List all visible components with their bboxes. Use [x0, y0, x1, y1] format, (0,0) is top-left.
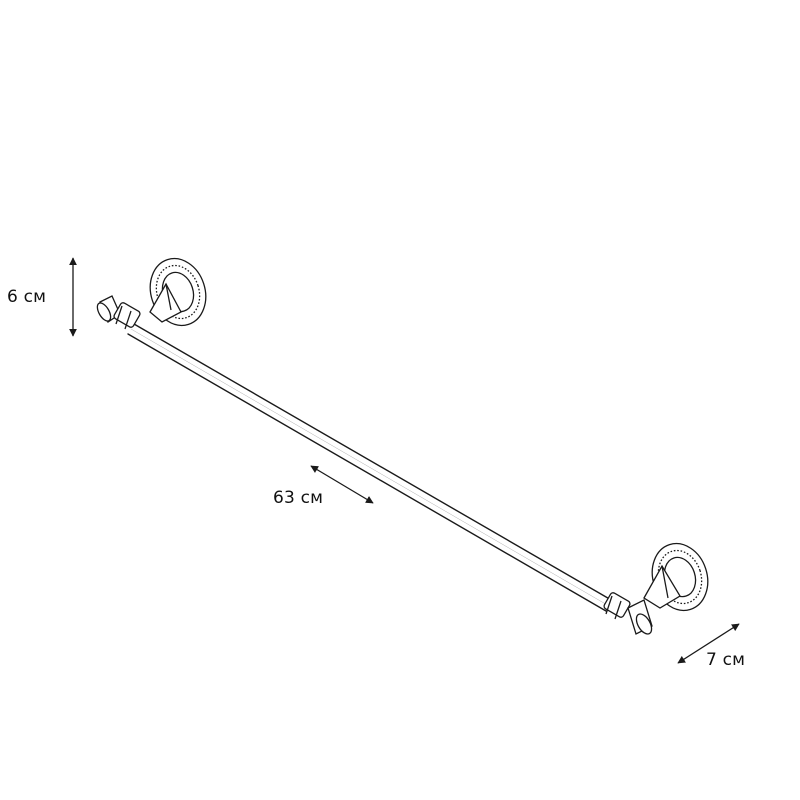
left-wall-bracket [96, 257, 207, 330]
towel-bar-rod [127, 323, 614, 612]
depth-dimension-arrow [677, 623, 740, 664]
length-dimension-arrow [310, 465, 374, 504]
length-dimension-label: 63 см [273, 488, 324, 508]
height-dimension-label: 6 см [7, 287, 47, 307]
depth-dimension-label: 7 см [706, 650, 746, 670]
right-wall-bracket [603, 542, 709, 635]
